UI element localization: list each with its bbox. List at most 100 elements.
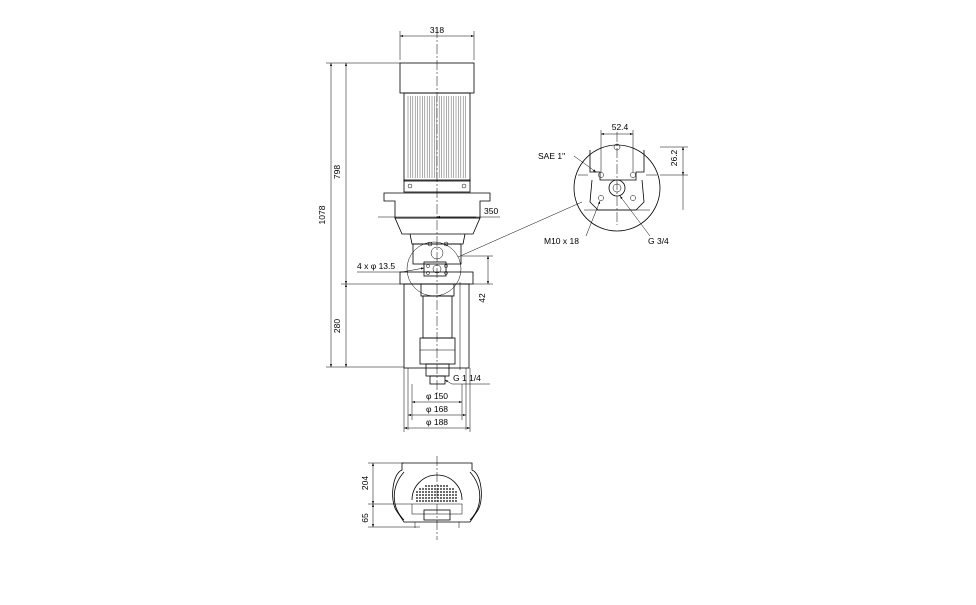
strainer-hole (416, 494, 418, 496)
dim-overall-height: 1078 798 280 (317, 62, 404, 368)
strainer-hole (440, 494, 442, 496)
strainer-holes (416, 485, 457, 502)
strainer-hole (443, 494, 445, 496)
strainer-hole (440, 491, 442, 493)
dim-label-dia-188: φ 188 (426, 417, 448, 427)
label-g-3-4: G 3/4 (648, 236, 669, 246)
strainer-hole (443, 488, 445, 490)
strainer-hole (425, 488, 427, 490)
strainer-hole (449, 491, 451, 493)
strainer-hole (437, 491, 439, 493)
strainer-hole (428, 488, 430, 490)
strainer-hole (422, 500, 424, 502)
mounting-flange (399, 241, 474, 285)
dim-detail: 52.4 26.2 SAE 1" M10 x 18 G 3/4 (538, 122, 688, 246)
strainer-hole (455, 494, 457, 496)
strainer-hole (425, 485, 427, 487)
strainer-hole (428, 494, 430, 496)
strainer-hole (416, 497, 418, 499)
strainer-hole (431, 488, 433, 490)
dim-plan: 204 65 (360, 462, 420, 528)
label-m10-x-18: M10 x 18 (544, 236, 579, 246)
strainer-hole (425, 500, 427, 502)
pump-immersed-part (403, 282, 470, 385)
strainer-hole (431, 500, 433, 502)
strainer-hole (449, 497, 451, 499)
strainer-hole (422, 488, 424, 490)
strainer-hole (440, 485, 442, 487)
plan-view (392, 456, 482, 540)
strainer-hole (434, 491, 436, 493)
strainer-hole (452, 500, 454, 502)
strainer-hole (452, 488, 454, 490)
strainer-hole (431, 494, 433, 496)
dim-label-bolt-holes: 4 x φ 13.5 (357, 261, 395, 271)
strainer-hole (428, 497, 430, 499)
dim-label-318: 318 (430, 25, 444, 35)
strainer-hole (455, 500, 457, 502)
dim-bolt-holes: 4 x φ 13.5 (357, 261, 425, 273)
strainer-hole (455, 491, 457, 493)
dim-label-dia-150: φ 150 (426, 391, 448, 401)
strainer-hole (446, 500, 448, 502)
strainer-hole (419, 494, 421, 496)
dim-label-1078: 1078 (317, 205, 327, 224)
strainer-hole (437, 485, 439, 487)
motor-cooling-fins (407, 96, 466, 178)
strainer-hole (452, 497, 454, 499)
strainer-hole (443, 491, 445, 493)
strainer-hole (437, 494, 439, 496)
detail-leader-line (457, 201, 583, 258)
dim-label-42: 42 (477, 293, 487, 303)
dim-motor-width: 318 (399, 25, 475, 60)
strainer-hole (425, 491, 427, 493)
strainer-hole (449, 500, 451, 502)
strainer-hole (455, 497, 457, 499)
strainer-hole (446, 488, 448, 490)
strainer-hole (452, 494, 454, 496)
label-sae-flange: SAE 1" (538, 151, 565, 161)
strainer-hole (431, 497, 433, 499)
strainer-hole (437, 497, 439, 499)
strainer-hole (446, 491, 448, 493)
dim-label-dia-168: φ 168 (426, 404, 448, 414)
strainer-hole (431, 491, 433, 493)
dim-outlet-thread: G 1 1/4 (444, 373, 490, 385)
strainer-hole (422, 491, 424, 493)
dim-label-26-2: 26.2 (669, 149, 679, 166)
strainer-hole (440, 500, 442, 502)
detail-view (573, 132, 661, 232)
strainer-hole (422, 494, 424, 496)
strainer-hole (419, 491, 421, 493)
detail-callout-circle (406, 241, 462, 297)
strainer-hole (419, 488, 421, 490)
dim-head-offset: 350 (378, 206, 500, 219)
strainer-hole (443, 497, 445, 499)
motor-stool (383, 192, 491, 265)
strainer-hole (440, 497, 442, 499)
dim-label-52-4: 52.4 (612, 122, 629, 132)
dim-label-65: 65 (360, 513, 370, 523)
strainer-hole (434, 497, 436, 499)
strainer-hole (434, 488, 436, 490)
strainer-hole (449, 494, 451, 496)
strainer-hole (422, 497, 424, 499)
strainer-hole (446, 494, 448, 496)
dim-label-204: 204 (360, 476, 370, 490)
strainer-hole (437, 500, 439, 502)
strainer-hole (443, 500, 445, 502)
strainer-hole (419, 497, 421, 499)
strainer-hole (431, 485, 433, 487)
strainer-hole (434, 494, 436, 496)
strainer-hole (416, 500, 418, 502)
strainer-hole (443, 485, 445, 487)
dim-diameters: φ 150 φ 168 φ 188 (403, 368, 471, 432)
strainer-hole (440, 488, 442, 490)
strainer-hole (446, 497, 448, 499)
strainer-hole (428, 485, 430, 487)
strainer-hole (425, 497, 427, 499)
strainer-hole (437, 488, 439, 490)
strainer-hole (434, 500, 436, 502)
